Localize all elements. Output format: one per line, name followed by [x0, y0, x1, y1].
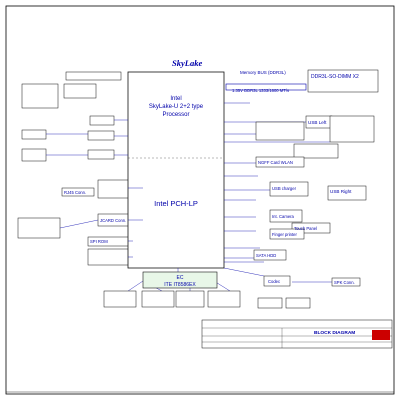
usb-right-label: USB Right — [330, 189, 352, 194]
one-link-block — [329, 115, 375, 143]
ec-peripherals — [103, 290, 241, 308]
right-blocks — [253, 115, 375, 309]
hdmi-conn-left — [21, 129, 47, 140]
codec-label: Codec — [268, 279, 280, 284]
usb-port-block — [255, 121, 305, 141]
dp-conn — [87, 149, 115, 160]
ec-block — [142, 271, 218, 289]
spi-rom-label: SPI ROM — [90, 239, 108, 244]
tpm-block — [87, 248, 134, 266]
finger-block — [269, 228, 305, 240]
card-reader-block — [17, 217, 61, 239]
diagram-title: SkyLake — [172, 58, 202, 68]
sata-hdd-block — [253, 249, 287, 261]
audio-codec-block — [263, 275, 291, 287]
usb-right-block — [327, 185, 367, 201]
dimm-label: DDR3L-SO-DIMM X2 — [311, 74, 359, 80]
touch-panel-label: Touch Panel — [294, 226, 317, 231]
cpu-pch-block — [127, 71, 225, 269]
cpu-line1: Intel — [170, 96, 181, 102]
pcie-port-block — [65, 71, 122, 81]
sheet-border — [5, 5, 395, 395]
camera-block — [269, 209, 303, 223]
hp-block — [257, 297, 283, 309]
ec-peripheral-3 — [175, 290, 205, 308]
rj45-label: RJ45 Conn. — [64, 190, 86, 195]
memory-bus-label: Memory BUS (DDR3L) — [240, 70, 286, 75]
dimm-block — [307, 69, 379, 93]
ngff-label: NGFF Card WLAN — [258, 160, 293, 165]
ec-peripheral-2 — [141, 290, 175, 308]
edp-conn — [89, 115, 115, 126]
title-block-title: BLOCK DIAGRAM — [314, 330, 355, 336]
hdmi-conn — [87, 130, 115, 141]
ec-peripheral-1 — [103, 290, 137, 308]
sata-hdd-label: SATA HDD — [256, 253, 276, 258]
ddr-note-block — [21, 83, 59, 109]
jcard-label: JCARD Conn. — [100, 218, 126, 223]
title-block-logo — [372, 330, 390, 340]
ngff-block — [255, 156, 305, 168]
memory-voltage: 1.35V DDR3L 1333/1600 MT/s — [232, 88, 289, 93]
usb-charger-label: USB charger — [272, 186, 297, 191]
ec-part: ITE IT8586EX — [164, 282, 196, 288]
usb-hub-block — [293, 143, 339, 159]
usb-left-label: USB Left — [308, 120, 327, 125]
dp-conn-left — [21, 148, 47, 162]
memory-bus-arrow — [225, 83, 307, 91]
mic-block — [285, 297, 311, 309]
ec-name: EC — [177, 275, 184, 281]
title-block — [201, 319, 393, 349]
touch-panel-block — [291, 222, 331, 234]
finger-label: Finger printer — [272, 232, 298, 237]
spk-label: SPK Conn. — [334, 280, 355, 285]
left-blocks — [17, 71, 144, 266]
camera-label: Int. Camera — [272, 214, 295, 219]
rj45-block — [61, 187, 95, 197]
usb-charger-block — [269, 181, 309, 197]
cpu-line3: Processor — [162, 112, 189, 118]
spk-block — [331, 277, 361, 287]
ec-peripheral-4 — [207, 290, 241, 308]
cpu-line2: SkyLake-U 2+2 type — [149, 104, 204, 110]
edp-block — [63, 83, 97, 99]
pch-label: Intel PCH-LP — [154, 199, 198, 208]
